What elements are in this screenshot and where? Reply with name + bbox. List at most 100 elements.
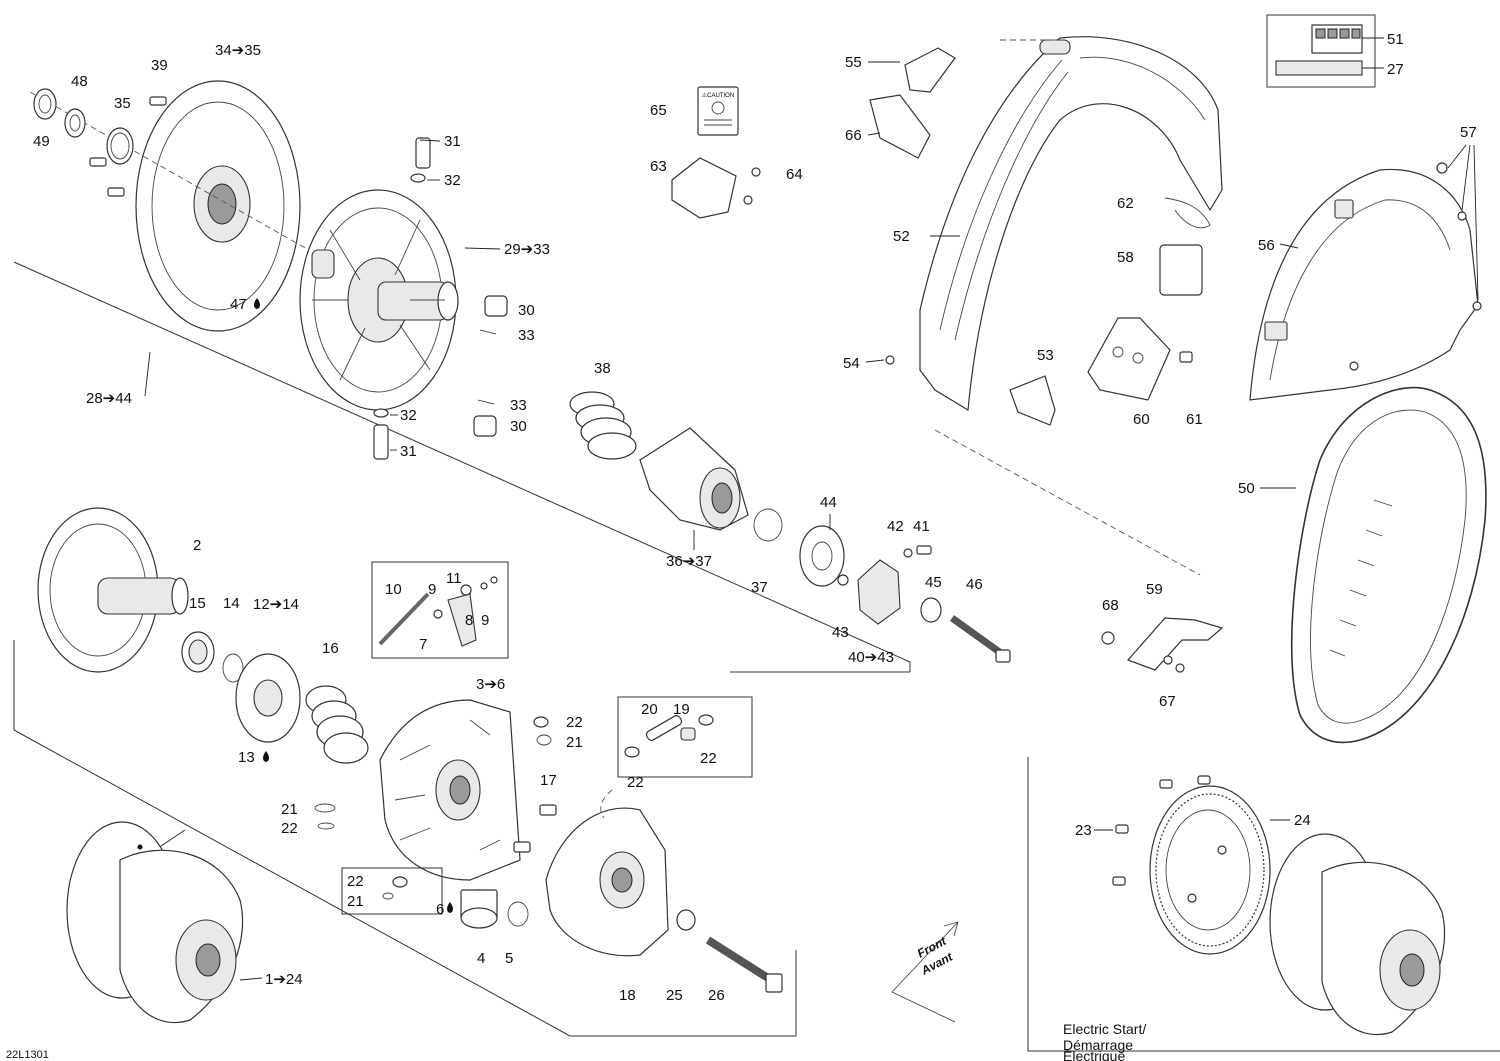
label-30a: 30 [518, 302, 535, 319]
label-12-14: 12➔14 [253, 596, 299, 613]
label-10: 10 [385, 581, 402, 598]
bracket-63-64 [671, 157, 761, 219]
label-38: 38 [594, 360, 611, 377]
label-27: 27 [1387, 61, 1404, 78]
label-21b: 21 [281, 801, 298, 818]
label-26: 26 [708, 987, 725, 1004]
label-22c: 22 [627, 774, 644, 791]
label-22b: 22 [700, 750, 717, 767]
cam-36 [639, 427, 749, 531]
label-58: 58 [1117, 249, 1134, 266]
label-13: 13 [238, 749, 255, 766]
leader-lines [239, 37, 1479, 981]
label-45: 45 [925, 574, 942, 591]
label-22a: 22 [566, 714, 583, 731]
electric-start-line-3: Électrique [1063, 1048, 1125, 1061]
label-16: 16 [322, 640, 339, 657]
drive-belt-50 [1290, 386, 1487, 744]
washer-48-49 [33, 88, 134, 165]
caution-decal-65: ⚠CAUTION [697, 86, 739, 136]
label-2: 2 [193, 537, 201, 554]
bearing-15-14 [181, 631, 244, 683]
label-60: 60 [1133, 411, 1150, 428]
parts-40-46 [837, 545, 1011, 663]
label-17: 17 [540, 772, 557, 789]
label-41: 41 [913, 518, 930, 535]
label-18: 18 [619, 987, 636, 1004]
label-4: 4 [477, 950, 485, 967]
label-21a: 21 [566, 734, 583, 751]
label-54: 54 [843, 355, 860, 372]
label-49: 49 [33, 133, 50, 150]
label-51: 51 [1387, 31, 1404, 48]
electric-start-line-1: Electric Start/ [1063, 1021, 1146, 1037]
label-62: 62 [1117, 195, 1134, 212]
label-23: 23 [1075, 822, 1092, 839]
guard-56 [1249, 162, 1482, 401]
assembly-frame-lines [13, 261, 911, 1037]
roller-kit-19-22 [617, 696, 753, 778]
label-52: 52 [893, 228, 910, 245]
label-59: 59 [1146, 581, 1163, 598]
label-14: 14 [223, 595, 240, 612]
circlip-37-washer-44 [753, 508, 845, 587]
label-53: 53 [1037, 347, 1054, 364]
drawing-code: 22L1301 [6, 1049, 49, 1061]
washer-bolt-25-26 [676, 909, 783, 993]
label-56: 56 [1258, 237, 1275, 254]
decal-box-51-27 [1266, 14, 1376, 88]
electric-start-line-2: Démarrage [1063, 1037, 1133, 1053]
label-6: 6 [436, 901, 444, 918]
label-44: 44 [820, 494, 837, 511]
drive-pulley-assembly-1-24 [66, 821, 244, 1024]
label-31a: 31 [444, 133, 461, 150]
bracket-59 [1101, 617, 1224, 673]
label-3-6: 3➔6 [476, 676, 505, 693]
slider-pins-31-32 [373, 137, 431, 460]
oil-drop-icon [263, 751, 269, 762]
label-11: 11 [446, 570, 462, 587]
caution-decal-text: ⚠CAUTION [702, 92, 734, 99]
label-33b: 33 [510, 397, 527, 414]
callout-labels: 2 34➔35 39 48 35 49 31 32 29➔33 47 30 33… [6, 31, 1477, 1061]
label-47: 47 [230, 296, 247, 313]
label-24: 24 [1294, 812, 1311, 829]
label-64: 64 [786, 166, 803, 183]
label-9b: 9 [481, 612, 489, 629]
label-42: 42 [887, 518, 904, 535]
label-30b: 30 [510, 418, 527, 435]
electric-start-box [1027, 757, 1500, 1052]
governor-cup-18 [545, 789, 669, 957]
label-33a: 33 [518, 327, 535, 344]
label-22e: 22 [347, 873, 364, 890]
label-43: 43 [832, 624, 849, 641]
label-28-44: 28➔44 [86, 390, 132, 407]
driven-pulley-fixed-sheave [29, 80, 331, 332]
label-57: 57 [1460, 124, 1477, 141]
lever-kit-7-11 [371, 561, 509, 659]
front-direction-marker: Front Avant [891, 921, 959, 1023]
label-1-24: 1➔24 [265, 971, 303, 988]
label-19: 19 [673, 701, 690, 718]
label-50: 50 [1238, 480, 1255, 497]
label-40-43: 40➔43 [848, 649, 894, 666]
spring-16 [305, 685, 369, 764]
label-8: 8 [465, 612, 473, 629]
screws-39 [89, 96, 167, 197]
label-5: 5 [505, 950, 513, 967]
bushings-21-22 [314, 716, 552, 915]
label-36-37: 36➔37 [666, 553, 712, 570]
spring-seat-12-14 [235, 653, 301, 743]
label-55: 55 [845, 54, 862, 71]
label-34-35: 34➔35 [215, 42, 261, 59]
label-35: 35 [114, 95, 131, 112]
label-65: 65 [650, 102, 667, 119]
label-32a: 32 [444, 172, 461, 189]
label-67: 67 [1159, 693, 1176, 710]
drive-pulley-fixed-sheave-2 [37, 507, 189, 673]
oil-drop-icons [254, 298, 453, 913]
label-48: 48 [71, 73, 88, 90]
driven-pulley-sliding-sheave [299, 189, 459, 411]
label-9a: 9 [428, 581, 436, 598]
